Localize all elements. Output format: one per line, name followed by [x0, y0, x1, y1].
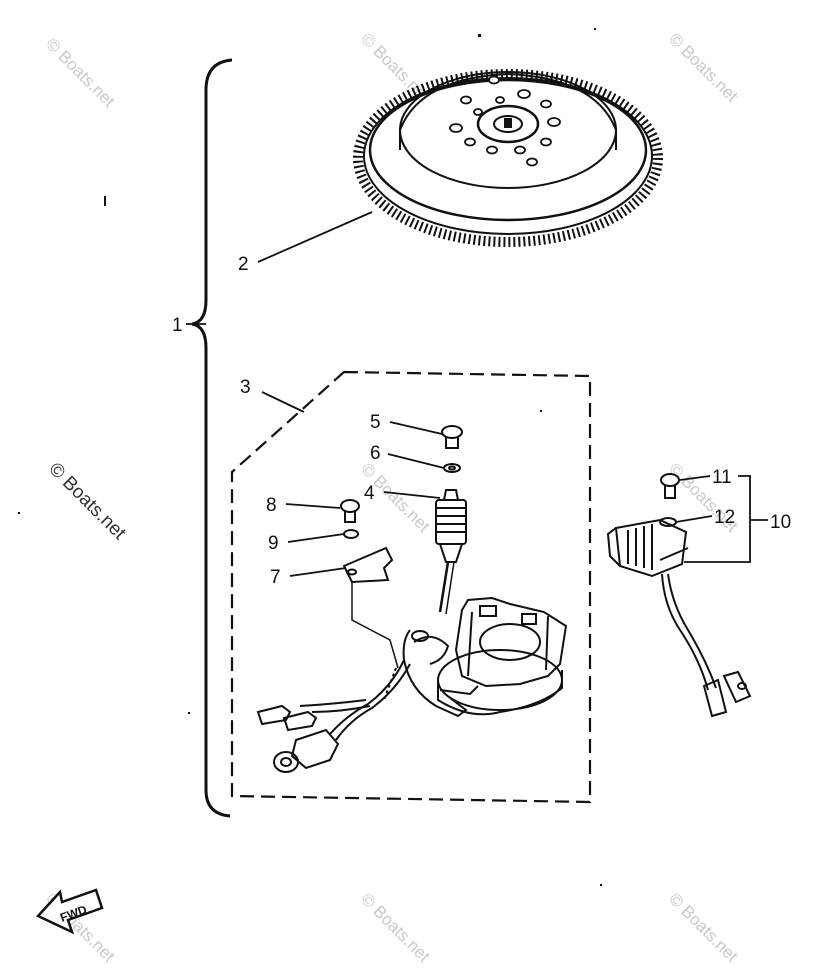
callout-11: 11: [712, 467, 732, 488]
leader-8: [285, 503, 341, 509]
screw-11: [660, 473, 680, 499]
callout-5: 5: [370, 412, 381, 433]
watermark-bottom-right: © Boats.net: [665, 889, 742, 966]
watermark-bottom-center: © Boats.net: [357, 889, 434, 966]
leader-6: [387, 453, 445, 469]
watermark-left-dark: © Boats.net: [44, 459, 130, 545]
fwd-arrow: FWD: [35, 888, 104, 935]
bracket-10: [738, 475, 751, 563]
callout-2: 2: [238, 254, 249, 275]
washer-9: [343, 529, 359, 539]
callout-7: 7: [270, 567, 281, 588]
flywheel: [353, 69, 663, 247]
leader-12: [675, 515, 713, 523]
callout-9: 9: [268, 533, 279, 554]
callout-1: 1: [172, 315, 183, 336]
callouts: 1 2 3 4 5 6 7 8 9 10 11 12: [172, 254, 791, 588]
leader-2: [257, 211, 373, 263]
callout-6: 6: [370, 443, 381, 464]
stator-base: [402, 596, 568, 718]
watermark-top-left: © Boats.net: [42, 34, 119, 111]
plate-7: [342, 546, 394, 584]
leader-3: [261, 391, 305, 413]
wire-harness: [256, 659, 411, 773]
callout-8: 8: [266, 495, 277, 516]
screw-5: [441, 425, 463, 449]
watermark-top-right: © Boats.net: [665, 29, 742, 106]
rectifier: [606, 518, 752, 718]
leader-11: [679, 475, 711, 481]
watermarks: © Boats.net © Boats.net © Boats.net © Bo…: [42, 29, 742, 966]
leader-7: [289, 567, 347, 577]
leader-4: [383, 491, 441, 499]
routing-line: [351, 582, 399, 669]
washer-6: [443, 463, 461, 473]
pulser-coil: [435, 489, 467, 615]
scan-specks: [18, 28, 602, 886]
leader-5: [389, 421, 443, 435]
assembly-bracket: [191, 58, 233, 818]
callout-10: 10: [770, 512, 791, 533]
leader-9: [287, 533, 345, 543]
callout-4: 4: [364, 483, 375, 504]
leader-lines: [186, 211, 768, 577]
stator-assembly-outline: [230, 370, 592, 804]
callout-12: 12: [714, 507, 735, 528]
screw-8: [340, 499, 360, 523]
callout-3: 3: [240, 377, 251, 398]
